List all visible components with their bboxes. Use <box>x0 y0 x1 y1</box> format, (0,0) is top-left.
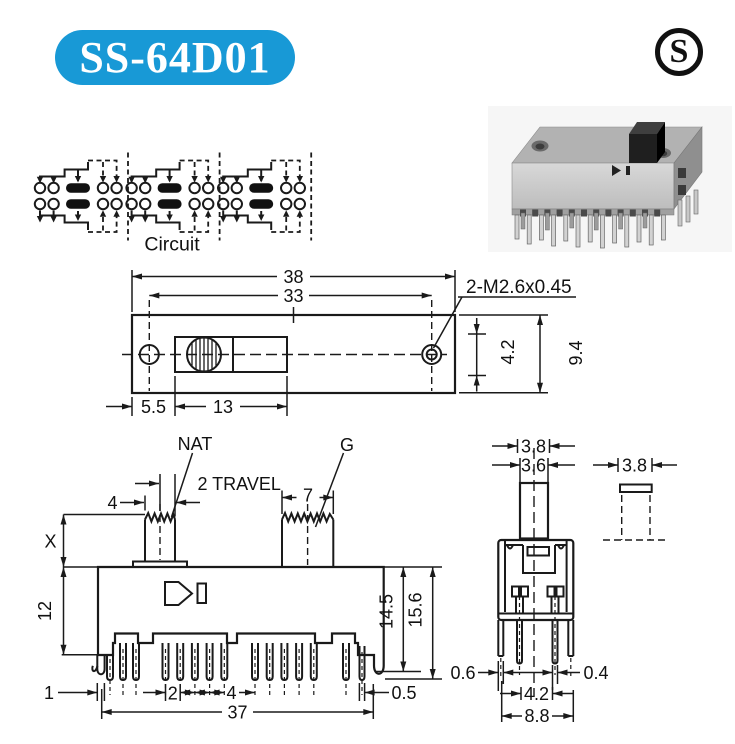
dim-pin-depth: 14.5 <box>377 594 397 629</box>
side-view-drawing: 3.8 3.6 3.8 0.6 0.4 <box>450 437 677 726</box>
dim-key-width: 3.8 <box>622 456 647 476</box>
screw-spec: 2-M2.6x0.45 <box>466 277 572 298</box>
dim-pin-pitch: 2 <box>168 684 178 704</box>
part-number: SS-64D01 <box>79 33 271 82</box>
dim-knob-width-side: 3.6 <box>521 456 546 476</box>
dim-pin-span: 4.2 <box>524 684 549 704</box>
photo-pins <box>514 189 699 249</box>
dim-body-width: 8.8 <box>524 706 549 726</box>
dim-total-width-front: 37 <box>227 703 247 723</box>
label-nat: NAT <box>178 434 213 454</box>
dim-total-height: 15.6 <box>406 592 426 627</box>
product-photo <box>488 106 732 252</box>
dim-slot-height: 4.2 <box>498 339 518 364</box>
dim-body-height-front: 12 <box>35 601 55 621</box>
dim-knob2-width: 7 <box>303 486 313 506</box>
dim-knob-top: 3.8 <box>521 437 546 457</box>
brand-logo: S <box>655 28 703 76</box>
top-view-drawing: 38 33 2-M2.6x0.45 4.2 9.4 <box>106 267 586 417</box>
dim-left-offset: 5.5 <box>141 397 166 417</box>
dim-lug-width: 1 <box>44 683 54 703</box>
dim-knob-width: 4 <box>107 493 117 513</box>
part-number-badge: SS-64D01 <box>55 30 295 85</box>
dim-group-gap: 4 <box>226 683 236 703</box>
front-view-drawing: NAT G 2 TRAVEL 4 7 X <box>35 434 442 723</box>
dim-x: X <box>44 532 56 552</box>
dim-hole-span: 33 <box>283 286 303 306</box>
label-travel: 2 TRAVEL <box>198 474 281 494</box>
dim-leg-width: 0.6 <box>450 663 475 683</box>
dim-total-width: 38 <box>283 267 303 287</box>
dim-body-height: 9.4 <box>566 340 586 365</box>
circuit-label: Circuit <box>144 234 200 256</box>
brand-logo-letter: S <box>669 33 689 70</box>
dim-pin-width-side: 0.4 <box>583 663 608 683</box>
dim-pin-width: 0.5 <box>391 683 416 703</box>
label-g: G <box>340 435 354 455</box>
photo-knob <box>629 122 665 163</box>
dim-slot-width: 13 <box>213 397 233 417</box>
circuit-diagram: Circuit <box>35 153 311 256</box>
